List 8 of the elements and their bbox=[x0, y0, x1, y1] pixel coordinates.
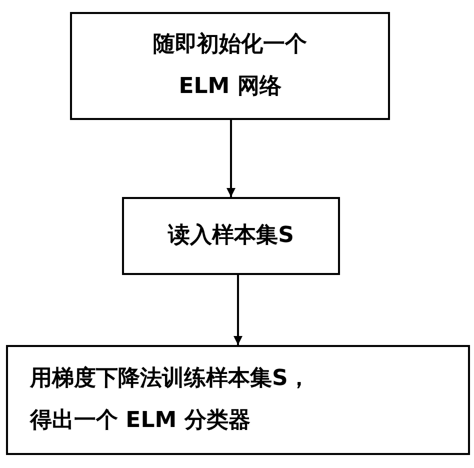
arrow bbox=[226, 120, 236, 197]
process-box bbox=[122, 197, 340, 275]
box-text: 读入样本集S bbox=[166, 222, 295, 250]
box-text: 随即初始化一个ELM 网络 bbox=[152, 31, 308, 101]
box-text: 用梯度下降法训练样本集S，得出一个 ELM 分类器 bbox=[30, 364, 311, 435]
process-box bbox=[70, 12, 390, 120]
arrow bbox=[234, 275, 242, 345]
process-box bbox=[6, 345, 470, 455]
